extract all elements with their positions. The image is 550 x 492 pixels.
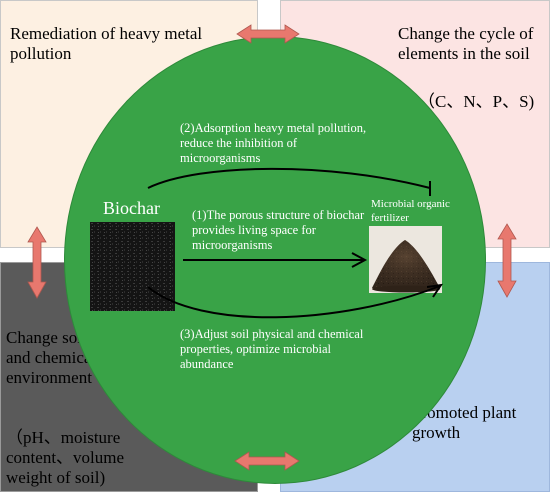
element-list-text: （C、N、P、S) bbox=[418, 92, 535, 111]
double-arrow-icon-left bbox=[27, 226, 47, 299]
mechanism-1-text: (1)The porous structure of biochar provi… bbox=[192, 208, 365, 252]
mechanism-3-text: (3)Adjust soil physical and chemical pro… bbox=[180, 327, 364, 371]
fertilizer-pile-photo bbox=[369, 226, 442, 293]
fertilizer-label: Microbial organic fertilizer bbox=[371, 198, 450, 224]
element-cycle-text: Change the cycle of elements in the soil bbox=[398, 24, 534, 63]
biochar-label: Biochar bbox=[103, 198, 160, 218]
heavy-metal-remediation-text: Remediation of heavy metal pollution bbox=[10, 24, 203, 63]
biochar-photo bbox=[90, 222, 175, 311]
plant-growth-text: Promoted plant growth bbox=[412, 403, 517, 442]
double-arrow-icon-bottom bbox=[234, 451, 300, 471]
mechanism-arrows bbox=[147, 167, 444, 319]
double-arrow-icon-top bbox=[236, 24, 300, 44]
mechanism-2-text: (2)Adsorption heavy metal pollution, red… bbox=[180, 121, 367, 165]
soil-properties-text: （pH、moisture content、volume weight of so… bbox=[6, 428, 125, 487]
double-arrow-icon-right bbox=[497, 223, 517, 298]
